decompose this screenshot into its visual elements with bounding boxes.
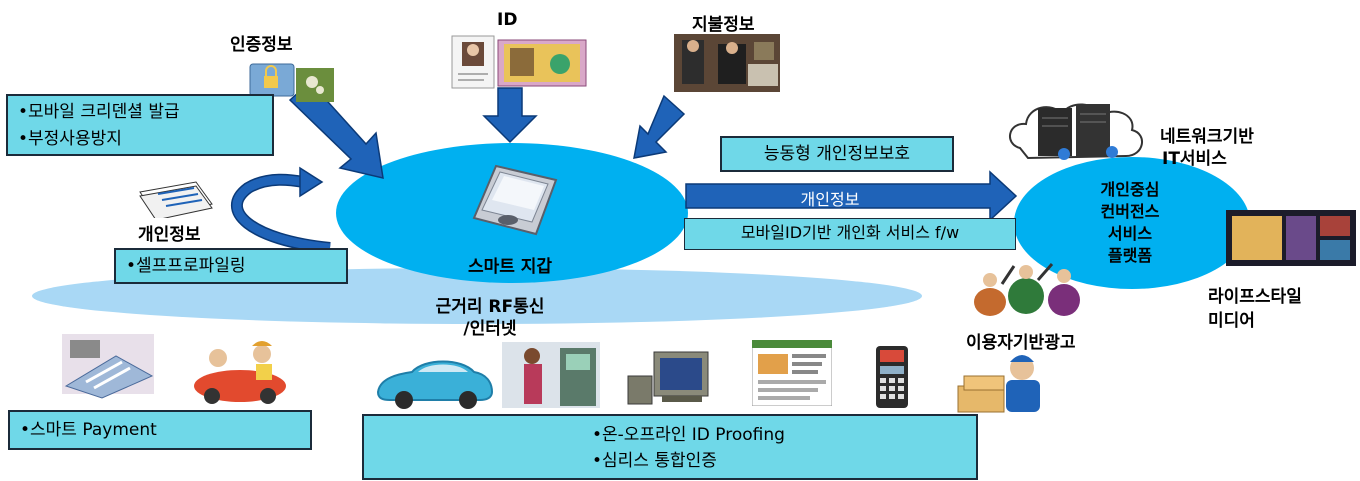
proofing-line-2: •심리스 통합인증 [592,451,717,471]
rf-line-2: /인터넷 [463,319,517,339]
pos-terminal-icon [876,346,908,408]
family-car-icon [194,341,286,404]
proofing-line-1: •온-오프라인 ID Proofing [592,425,785,445]
credential-line-1: •모바일 크리덴셜 발급 [18,102,180,122]
platform-ellipse [1014,157,1250,289]
rf-line-1: 근거리 RF통신 [435,297,545,317]
platform-line-2: 컨버전스 [1100,202,1160,221]
curved-arrow [230,166,331,254]
payment-arrow [633,94,686,159]
personal-info-arrow [685,170,1018,222]
self-profiling-box: •셀프프로파일링 [114,248,348,284]
arrow-personal-info-label: 개인정보 [800,190,860,209]
mobile-id-fw-box: 모바일ID기반 개인화 서비스 f/w [684,218,1016,250]
lifestyle-label-1: 라이프스타일 [1208,287,1302,307]
smart-wallet-label: 스마트 지갑 [467,257,553,277]
car-icon [376,360,494,409]
personal-info-label: 개인정보 [138,225,201,245]
credential-box: •모바일 크리덴셜 발급 •부정사용방지 [6,94,274,156]
id-card-icon [451,35,587,89]
smart-payment-box: •스마트 Payment [8,410,312,450]
user-ad-label: 이용자기반광고 [966,333,1076,353]
payment-photo [674,34,780,92]
network-it-label-2: IT서비스 [1162,149,1227,169]
media-screen-icon [1226,210,1356,266]
documents-icon [139,181,213,218]
dancers-icon [974,263,1080,316]
platform-line-3: 서비스 [1107,224,1153,243]
computer-icon [627,351,709,405]
smart-device-icon [472,164,558,236]
website-icon [752,340,832,406]
auth-info-label: 인증정보 [230,35,293,55]
credential-line-2: •부정사용방지 [18,129,122,149]
network-it-label-1: 네트워크기반 [1160,127,1254,147]
atm-person-icon [502,342,600,408]
platform-line-1: 개인중심 [1100,180,1160,199]
id-label: ID [497,10,518,30]
delivery-man-icon [957,355,1040,413]
id-arrow [482,87,538,144]
platform-line-4: 플랫폼 [1107,246,1153,265]
active-protection-box: 능동형 개인정보보호 [720,136,954,172]
server-cloud-icon [1009,103,1143,160]
card-machine-icon [62,334,154,399]
payment-info-label: 지불정보 [692,15,755,35]
proofing-box: •온-오프라인 ID Proofing •심리스 통합인증 [362,414,978,480]
lifestyle-label-2: 미디어 [1208,311,1255,331]
